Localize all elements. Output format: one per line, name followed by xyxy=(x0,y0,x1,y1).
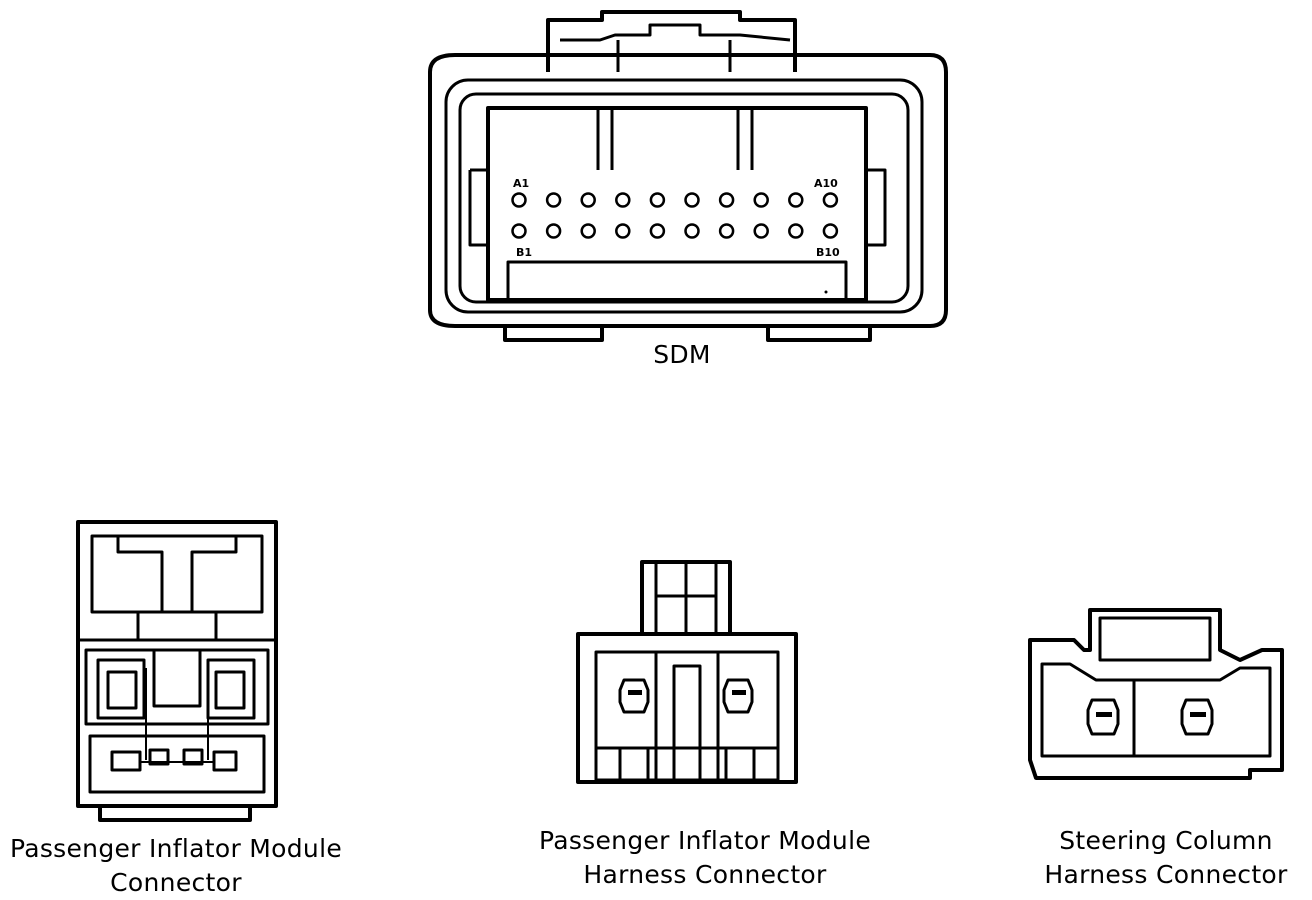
sdm-caption: SDM xyxy=(653,340,711,369)
sdm-pin-label-b10: B10 xyxy=(816,246,840,259)
sdm-pin-b3 xyxy=(580,223,596,239)
sdm-pin-a2 xyxy=(545,192,562,208)
sdm-pin-b9 xyxy=(788,223,804,239)
sdm-connector: A1 A10 B1 B10 xyxy=(428,10,948,342)
sdm-pin-a9 xyxy=(788,192,804,208)
sdm-pin-grid xyxy=(511,192,839,239)
steering-column-harness-connector-drawing xyxy=(1028,608,1284,780)
sdm-outer-shell xyxy=(428,53,948,328)
passenger-inflator-module-connector-drawing xyxy=(76,520,278,822)
sdm-pin-a8 xyxy=(753,192,769,208)
caption-line-1: Passenger Inflator Module xyxy=(9,834,343,863)
sdm-pin-a6 xyxy=(684,192,700,208)
sdm-pin-a5 xyxy=(649,192,666,208)
sdm-pin-b6 xyxy=(684,223,700,239)
sdm-pin-b2 xyxy=(545,223,562,239)
sdm-pin-a3 xyxy=(580,192,596,208)
sdm-pin-b10 xyxy=(822,223,839,239)
steering-column-harness-connector-caption: Steering Column Harness Connector xyxy=(1030,824,1302,892)
passenger-inflator-module-connector-caption: Passenger Inflator Module Connector xyxy=(0,832,352,900)
sdm-pin-a10 xyxy=(822,192,839,208)
sdm-pin-a1 xyxy=(511,192,527,208)
sdm-pin-b4 xyxy=(615,223,631,239)
sdm-pin-label-b1: B1 xyxy=(516,246,532,259)
sdm-pin-b8 xyxy=(753,223,769,239)
sdm-pin-a7 xyxy=(718,192,735,208)
sdm-pin-label-a1: A1 xyxy=(513,177,529,190)
sdm-pin-a4 xyxy=(615,192,631,208)
passenger-inflator-module-harness-connector-caption: Passenger Inflator Module Harness Connec… xyxy=(520,824,890,892)
sdm-pin-label-a10: A10 xyxy=(814,177,838,190)
passenger-inflator-module-harness-connector-drawing xyxy=(576,560,798,784)
caption-line-2: Harness Connector xyxy=(583,860,827,889)
caption-line-2: Harness Connector xyxy=(1044,860,1288,889)
sdm-pin-b7 xyxy=(718,223,735,239)
sdm-pin-b1 xyxy=(511,223,527,239)
caption-line-1: Steering Column xyxy=(1059,826,1273,855)
sdm-pin-b5 xyxy=(649,223,666,239)
caption-line-1: Passenger Inflator Module xyxy=(538,826,872,855)
sdm-latch xyxy=(546,10,797,72)
caption-line-2: Connector xyxy=(110,868,242,897)
